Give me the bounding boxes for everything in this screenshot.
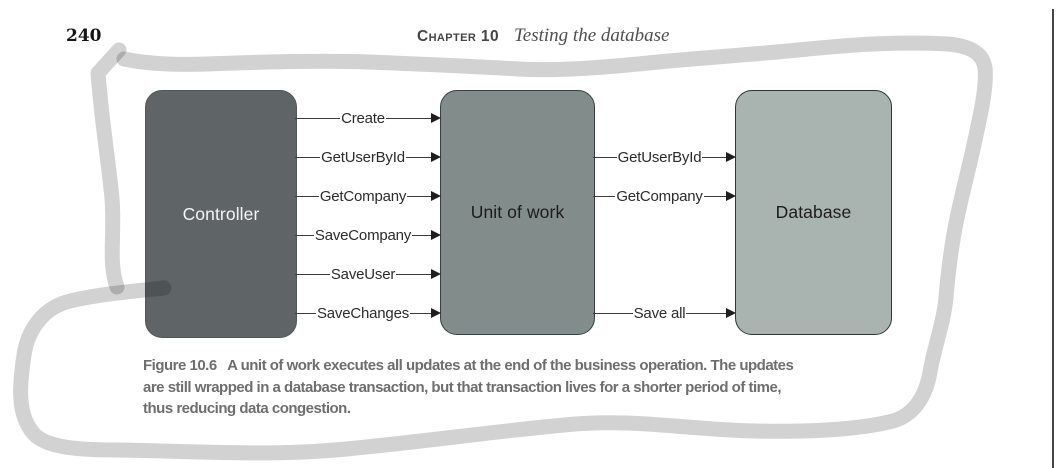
arrow-create: Create — [295, 108, 442, 128]
arrow-line — [295, 195, 319, 197]
figure-caption: Figure 10.6 A unit of work executes all … — [143, 355, 794, 420]
arrow-line — [385, 117, 432, 119]
caption-line: are still wrapped in a database transact… — [143, 378, 782, 396]
controller-box-label: Controller — [182, 203, 260, 224]
arrow-savecompany: SaveCompany — [295, 225, 441, 245]
arrow-head-icon — [431, 230, 441, 240]
caption-line: Figure 10.6 A unit of work executes all … — [143, 357, 794, 374]
arrow-label: GetUserById — [617, 148, 702, 166]
arrow-line — [702, 156, 727, 158]
arrow-label: SaveCompany — [314, 226, 412, 244]
running-head: Chapter 10 Testing the database — [417, 25, 670, 47]
arrow-line — [396, 273, 432, 275]
chapter-label: Chapter 10 — [417, 28, 499, 45]
arrow-line — [295, 312, 316, 314]
arrow-getuserbyid-db: GetUserById — [593, 147, 737, 167]
arrow-head-icon — [431, 113, 442, 123]
arrow-head-icon — [431, 308, 442, 318]
arrow-line — [405, 156, 432, 158]
arrow-label: SaveUser — [330, 265, 396, 283]
arrow-line — [407, 195, 431, 197]
arrow-getcompany-db: GetCompany — [593, 186, 736, 206]
unit-of-work-box-label: Unit of work — [470, 202, 565, 222]
chapter-title: Testing the database — [513, 25, 670, 46]
arrow-line — [703, 195, 726, 197]
arrow-saveuser: SaveUser — [295, 264, 442, 284]
arrow-line — [295, 234, 314, 236]
arrow-saveall-db: Save all — [593, 303, 737, 323]
database-box: Database — [735, 90, 892, 335]
page-edge-line — [1052, 9, 1054, 468]
arrow-label: GetCompany — [616, 187, 703, 205]
controller-box: Controller — [145, 90, 297, 338]
arrow-label: Create — [341, 109, 385, 127]
arrow-line — [295, 273, 330, 275]
arrow-line — [295, 117, 341, 119]
arrow-head-icon — [431, 191, 441, 201]
arrow-line — [410, 312, 432, 314]
arrow-head-icon — [726, 152, 737, 162]
arrow-head-icon — [431, 152, 442, 162]
arrow-head-icon — [726, 308, 737, 318]
arrow-label: GetUserById — [321, 148, 405, 166]
arrow-line — [412, 234, 431, 236]
arrow-head-icon — [726, 191, 736, 201]
arrow-savechanges: SaveChanges — [295, 303, 442, 323]
arrow-getcompany: GetCompany — [295, 186, 441, 206]
arrow-label: SaveChanges — [316, 304, 410, 322]
arrow-line — [686, 312, 727, 314]
arrow-getuserbyid: GetUserById — [295, 147, 442, 167]
arrow-line — [593, 312, 633, 314]
arrow-line — [593, 156, 617, 158]
arrow-label: GetCompany — [319, 187, 407, 205]
database-box-label: Database — [775, 202, 852, 222]
page-number: 240 — [66, 26, 102, 46]
arrow-line — [593, 195, 616, 197]
arrow-head-icon — [431, 269, 442, 279]
caption-line: thus reducing data congestion. — [143, 400, 351, 417]
unit-of-work-box: Unit of work — [440, 90, 595, 335]
arrow-line — [295, 156, 321, 158]
annotation-hook-stroke — [90, 42, 127, 295]
arrow-label: Save all — [633, 304, 686, 322]
